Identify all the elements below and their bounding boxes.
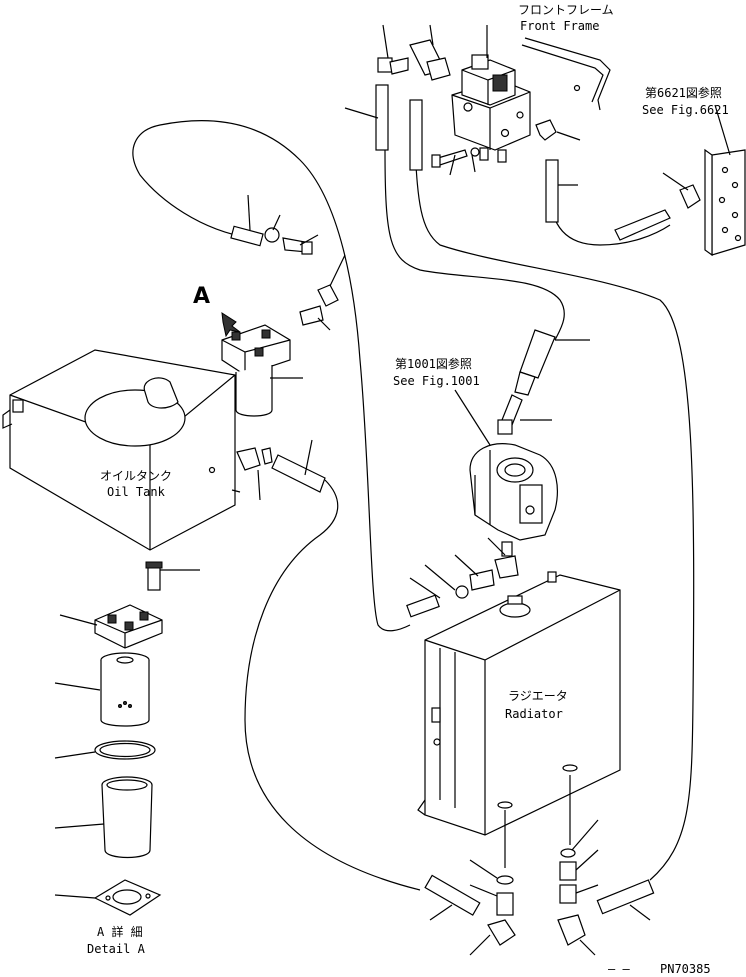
detail-a-exploded xyxy=(54,561,200,916)
part-number-label: PN70385 xyxy=(660,962,711,976)
manifold-block xyxy=(614,104,746,257)
detail-a-en-label: Detail A xyxy=(87,942,146,956)
see-6621-en-label: See Fig.6621 xyxy=(642,103,729,117)
filter-fittings xyxy=(230,194,346,331)
corner-mark-label: – – xyxy=(608,962,630,976)
text-labels: フロントフレーム Front Frame 第6621図参照 See Fig.66… xyxy=(87,3,729,976)
oil-tank-en-label: Oil Tank xyxy=(107,485,166,499)
radiator-jp-label: ラジエータ xyxy=(508,689,568,703)
radiator xyxy=(417,571,655,956)
oil-tank-jp-label: オイルタンク xyxy=(100,469,172,483)
pump xyxy=(406,329,590,618)
control-valve-block xyxy=(344,24,611,223)
see-1001-jp-label: 第1001図参照 xyxy=(395,356,472,371)
radiator-en-label: Radiator xyxy=(505,707,563,721)
detail-a-jp-label: A 詳 細 xyxy=(97,924,143,939)
front-frame-en-label: Front Frame xyxy=(520,19,599,33)
hose-routes xyxy=(132,120,695,891)
view-a-label: A xyxy=(193,284,210,309)
oil-tank xyxy=(2,349,326,551)
see-6621-jp-label: 第6621図参照 xyxy=(645,85,722,100)
front-frame-jp-label: フロントフレーム xyxy=(518,3,614,17)
filter-assembly xyxy=(221,312,303,417)
see-1001-en-label: See Fig.1001 xyxy=(393,374,480,388)
